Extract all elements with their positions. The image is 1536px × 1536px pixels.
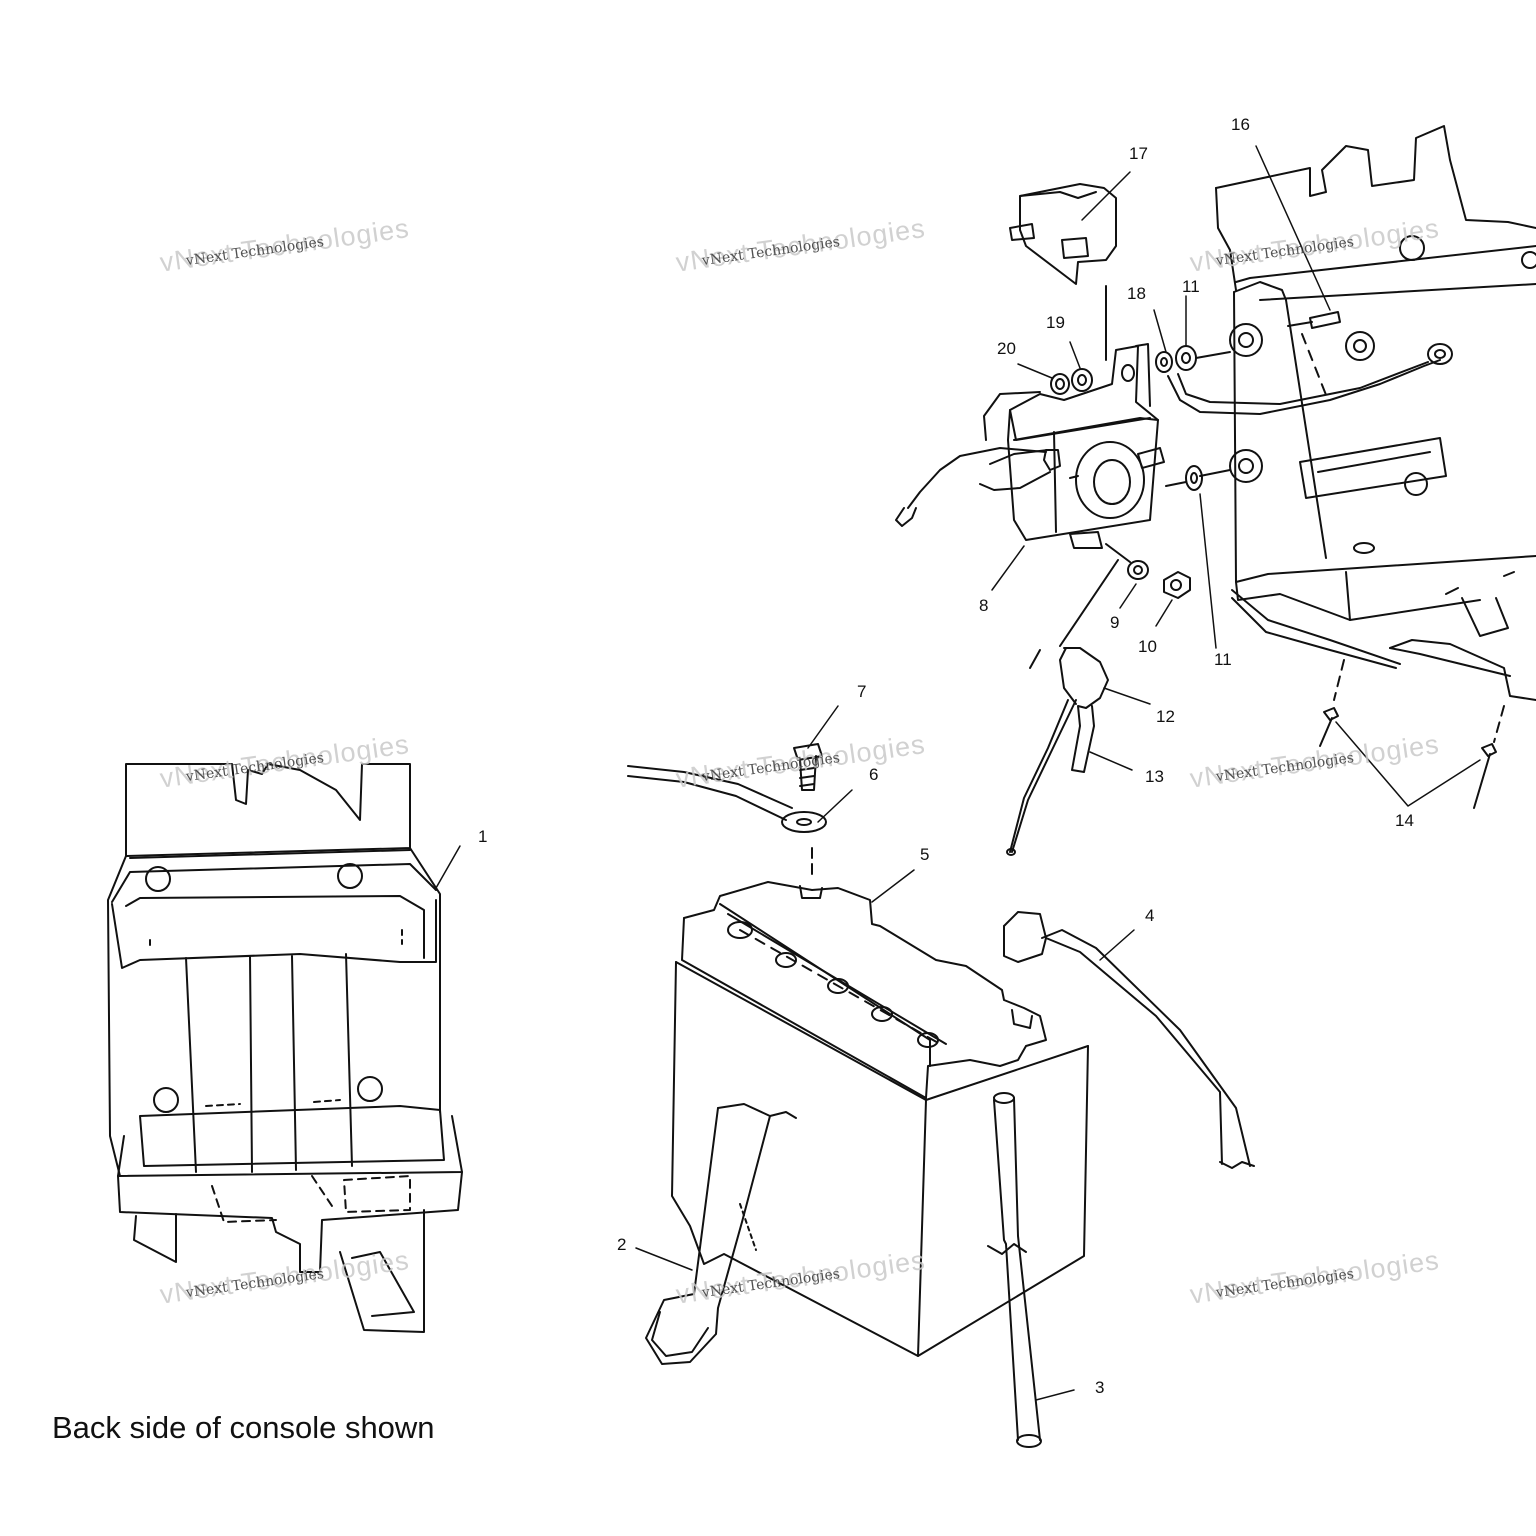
callout-16: 16 — [1231, 115, 1250, 134]
callout-6: 6 — [869, 765, 879, 784]
callout-20: 20 — [997, 339, 1016, 358]
callout-7: 7 — [857, 682, 867, 701]
rivet-parts — [1319, 659, 1505, 809]
callout-8: 8 — [979, 596, 989, 615]
callout-10: 10 — [1138, 637, 1157, 656]
callout-12: 12 — [1156, 707, 1175, 726]
callout-13: 13 — [1145, 767, 1164, 786]
diagram-caption: Back side of console shown — [52, 1410, 435, 1445]
callout-14: 14 — [1395, 811, 1414, 830]
callout-11-upper: 11 — [1182, 277, 1200, 296]
callout-17: 17 — [1129, 144, 1148, 163]
callout-9: 9 — [1110, 613, 1120, 632]
callout-11-lower: 11 — [1214, 650, 1232, 669]
solenoid-part — [895, 343, 1165, 549]
console-bracket-part — [1167, 125, 1536, 701]
callout-3: 3 — [1095, 1378, 1105, 1397]
battery-box-part — [107, 763, 463, 1333]
callout-4: 4 — [1145, 906, 1155, 925]
positive-cable-part — [1003, 911, 1255, 1169]
callout-19: 19 — [1046, 313, 1065, 332]
vent-hose-part — [987, 1092, 1042, 1448]
hardware-parts — [1050, 345, 1231, 599]
negative-cable-part — [627, 743, 827, 879]
leader-lines — [435, 145, 1481, 1401]
callout-1: 1 — [478, 827, 488, 846]
circuit-breaker-part — [1009, 183, 1117, 361]
battery-strap-part — [645, 1103, 797, 1365]
callout-18: 18 — [1127, 284, 1146, 303]
callout-2: 2 — [617, 1235, 627, 1254]
terminal-boot-part — [1006, 559, 1119, 856]
callout-5: 5 — [920, 845, 930, 864]
battery-part — [671, 881, 1089, 1357]
